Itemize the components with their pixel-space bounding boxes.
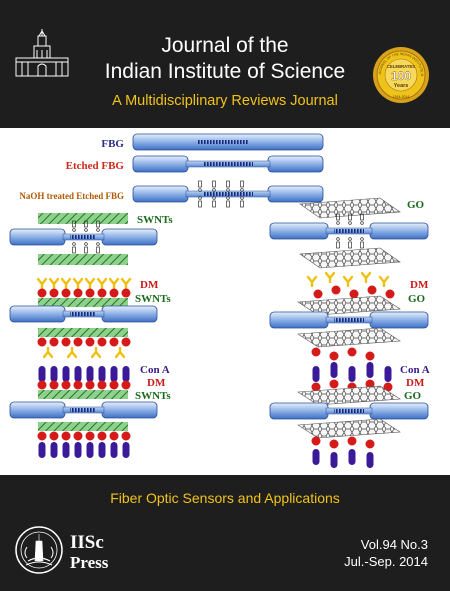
go-label-2: GO <box>408 293 426 305</box>
journal-title-line2: Indian Institute of Science <box>104 60 346 83</box>
centenary-seal-icon: JOURNAL OF THE INDIAN INSTITUTE OF SCIEN… <box>372 46 429 103</box>
volume-number: Vol.94 No.3 <box>360 537 428 552</box>
seal-period: 1914-2014 <box>393 95 409 99</box>
naoh-label: NaOH treated Etched FBG <box>19 191 124 201</box>
etched-fbg-label: Etched FBG <box>66 160 125 172</box>
seal-years: Years <box>394 83 409 89</box>
swnts-label-1: SWNTs <box>137 214 173 226</box>
fbg-sensor-diagram: FBG Etched FBG NaOH treated Etched FBG <box>9 133 430 468</box>
cona-dm-go-fbg-sensor <box>269 362 429 468</box>
press-name-line1: IISc <box>70 532 104 553</box>
cover-footer: Fiber Optic Sensors and Applications IIS… <box>0 475 450 591</box>
dm-label-3: DM <box>410 279 429 291</box>
dm-swnt-fbg-sensor <box>9 277 158 359</box>
dm-label-4: DM <box>406 377 425 389</box>
issue-topic: Fiber Optic Sensors and Applications <box>110 490 340 506</box>
cover-figure: FBG Etched FBG NaOH treated Etched FBG <box>0 128 450 475</box>
go-fbg-sensor <box>269 197 429 269</box>
journal-subtitle: A Multidisciplinary Reviews Journal <box>112 93 338 109</box>
fbg-fiber <box>132 133 324 151</box>
fbg-label: FBG <box>101 138 124 150</box>
institute-building-icon <box>15 29 69 77</box>
swnt-fbg-sensor <box>9 213 158 265</box>
swnts-label-3: SWNTs <box>135 390 171 402</box>
seal-celebrates: CELEBRATES <box>387 64 415 69</box>
issue-date: Jul.-Sep. 2014 <box>344 554 428 569</box>
go-label-3: GO <box>404 390 422 402</box>
naoh-fbg-fiber <box>132 180 324 208</box>
swnts-label-2: SWNTs <box>135 293 171 305</box>
cona-label-1: Con A <box>140 364 170 376</box>
go-label-1: GO <box>407 199 425 211</box>
cover-header: Journal of the Indian Institute of Scien… <box>0 0 450 128</box>
iisc-press-emblem-icon <box>15 526 63 574</box>
seal-number: 100 <box>391 69 411 83</box>
dm-go-fbg-sensor <box>269 271 429 361</box>
dm-label-2: DM <box>147 377 166 389</box>
etched-fbg-fiber <box>132 155 324 173</box>
dm-label-1: DM <box>140 279 159 291</box>
cona-label-2: Con A <box>400 364 430 376</box>
journal-title-line1: Journal of the <box>161 34 289 57</box>
press-name-line2: Press <box>70 553 109 572</box>
cona-dm-swnt-fbg-sensor <box>9 366 158 458</box>
